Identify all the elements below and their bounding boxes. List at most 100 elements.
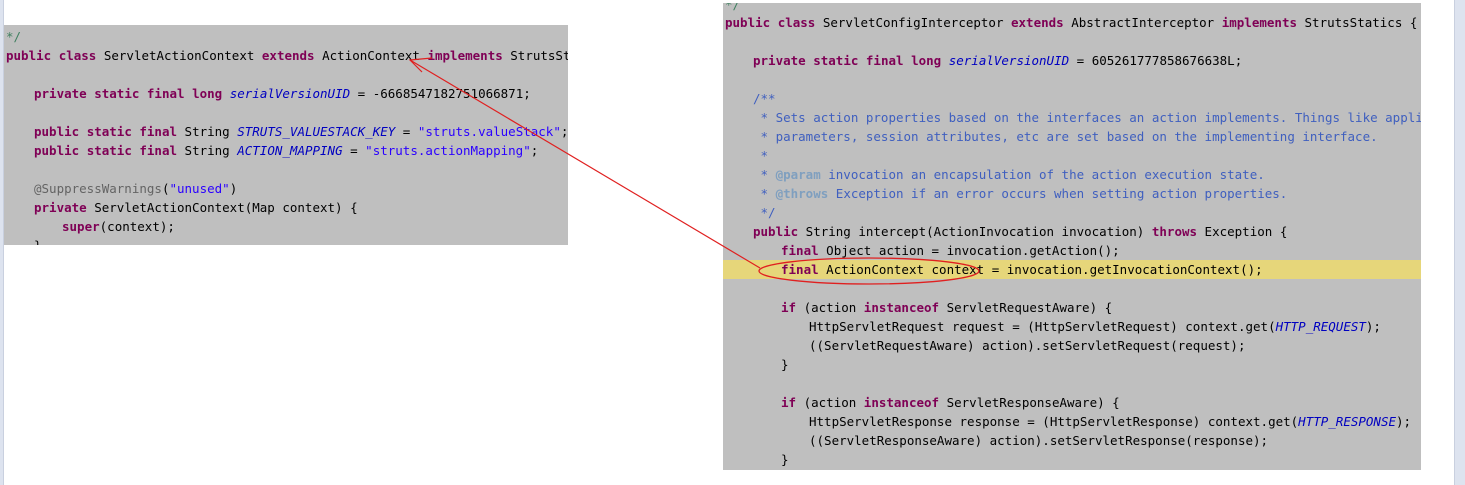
code-token: Exception if an error occurs when settin… xyxy=(828,186,1288,201)
code-token: HttpServletResponse response = (HttpServ… xyxy=(809,414,1299,429)
code-token: String xyxy=(177,143,238,158)
right-code-line: if (action instanceof ServletResponseAwa… xyxy=(723,393,1421,412)
code-token: long xyxy=(911,53,942,68)
highlight-ellipse xyxy=(758,257,980,285)
code-token: static xyxy=(94,86,140,101)
right-code-line: * xyxy=(723,146,1421,165)
code-token: final xyxy=(139,124,178,139)
code-token: if xyxy=(781,395,797,410)
code-token: HTTP_RESPONSE xyxy=(1298,414,1397,429)
code-token: if xyxy=(781,300,797,315)
code-token: instanceof xyxy=(863,300,940,315)
right-code-line: /** xyxy=(723,89,1421,108)
code-token: ServletActionContext(Map context) { xyxy=(86,200,358,215)
pointer-line xyxy=(409,59,761,269)
right-code-line: HttpServletRequest request = (HttpServle… xyxy=(723,317,1421,336)
right-code-line: */ xyxy=(723,3,1421,14)
code-token: private xyxy=(34,200,87,215)
code-token: extends xyxy=(261,48,315,63)
code-token: final xyxy=(865,53,904,68)
code-token: final xyxy=(781,262,819,277)
left-code-line: private ServletActionContext(Map context… xyxy=(4,198,568,217)
code-token: extends xyxy=(1011,15,1064,30)
right-code-line: * Sets action properties based on the in… xyxy=(723,108,1421,127)
code-token: = 605261777858676638L; xyxy=(1069,53,1243,68)
code-token: @SuppressWarnings xyxy=(34,181,162,196)
right-code-line: */ xyxy=(723,203,1421,222)
code-token: class xyxy=(777,15,816,30)
code-token: (context); xyxy=(99,219,175,234)
left-code-line: super(context); xyxy=(4,217,568,236)
code-token: = xyxy=(342,143,366,158)
left-code-line: */ xyxy=(4,27,568,46)
right-code-line: * @throws Exception if an error occurs w… xyxy=(723,184,1421,203)
code-token: public xyxy=(34,124,80,139)
code-token: static xyxy=(86,124,132,139)
code-token: final xyxy=(146,86,185,101)
code-token: @param xyxy=(775,167,821,182)
left-border-strip xyxy=(0,0,3,485)
code-token: = -6668547182751066871; xyxy=(350,86,531,101)
code-token: Exception { xyxy=(1197,224,1288,239)
code-token: class xyxy=(58,48,97,63)
left-border-line xyxy=(3,0,4,485)
code-token: serialVersionUID xyxy=(229,86,351,101)
code-token: ActionContext xyxy=(314,48,428,63)
code-token: instanceof xyxy=(863,395,940,410)
code-token: ); xyxy=(1365,319,1381,334)
code-token: ServletRequestAware) { xyxy=(939,300,1113,315)
code-token: @throws xyxy=(775,186,829,201)
code-token: serialVersionUID xyxy=(948,53,1070,68)
right-code-line: } xyxy=(723,355,1421,374)
code-token: static xyxy=(813,53,859,68)
code-token: } xyxy=(781,357,789,372)
code-token: implements xyxy=(1221,15,1297,30)
right-code-line: private static final long serialVersionU… xyxy=(723,51,1421,70)
code-token: ( xyxy=(161,181,170,196)
code-token: (action xyxy=(796,395,864,410)
code-token: } xyxy=(781,452,789,467)
code-token: String intercept(ActionInvocation invoca… xyxy=(798,224,1152,239)
right-code-line: } xyxy=(723,450,1421,469)
code-token: * xyxy=(753,167,776,182)
current-line-highlight xyxy=(723,260,1421,279)
code-token: static xyxy=(86,143,132,158)
code-token: private xyxy=(753,53,806,68)
code-token: ; xyxy=(560,124,568,139)
left-code-line: public static final String ACTION_MAPPIN… xyxy=(4,141,568,160)
left-code-line: public class ServletActionContext extend… xyxy=(4,46,568,65)
code-token: StrutsStatics { xyxy=(1297,15,1418,30)
code-token: ServletResponseAware) { xyxy=(939,395,1120,410)
code-token: */ xyxy=(753,205,776,220)
code-token: AbstractInterceptor xyxy=(1063,15,1222,30)
code-token: * parameters, session attributes, etc ar… xyxy=(753,129,1378,144)
code-token: ACTION_MAPPING xyxy=(237,143,343,158)
code-token: (action xyxy=(796,300,864,315)
code-token: * xyxy=(753,148,769,163)
code-token: "unused" xyxy=(169,181,230,196)
right-code-line: public class ServletConfigInterceptor ex… xyxy=(723,13,1421,32)
code-token: ActionContext context = invocation.getIn… xyxy=(818,262,1263,277)
code-token: implements xyxy=(427,48,503,63)
code-token: ServletConfigInterceptor xyxy=(815,15,1011,30)
code-token: ) xyxy=(229,181,238,196)
right-code-line: final ActionContext context = invocation… xyxy=(723,260,1421,279)
arrow-head xyxy=(408,57,433,73)
right-code-line: HttpServletResponse response = (HttpServ… xyxy=(723,412,1421,431)
code-token: public xyxy=(34,143,80,158)
code-token: ); xyxy=(1396,414,1412,429)
right-code-line: public String intercept(ActionInvocation… xyxy=(723,222,1421,241)
code-token: } xyxy=(34,238,42,245)
right-code-line: * @param invocation an encapsulation of … xyxy=(723,165,1421,184)
code-token: */ xyxy=(725,3,741,12)
code-token: STRUTS_VALUESTACK_KEY xyxy=(237,124,396,139)
code-token: public xyxy=(725,15,771,30)
code-token: final xyxy=(781,243,819,258)
code-token: ; xyxy=(530,143,539,158)
code-token: private xyxy=(34,86,87,101)
code-token: StrutsStatics xyxy=(510,48,568,63)
code-token: final xyxy=(139,143,178,158)
code-panel-servlet-config-interceptor: */public class ServletConfigInterceptor … xyxy=(723,3,1421,470)
right-code-line: ((ServletResponseAware) action).setServl… xyxy=(723,431,1421,450)
